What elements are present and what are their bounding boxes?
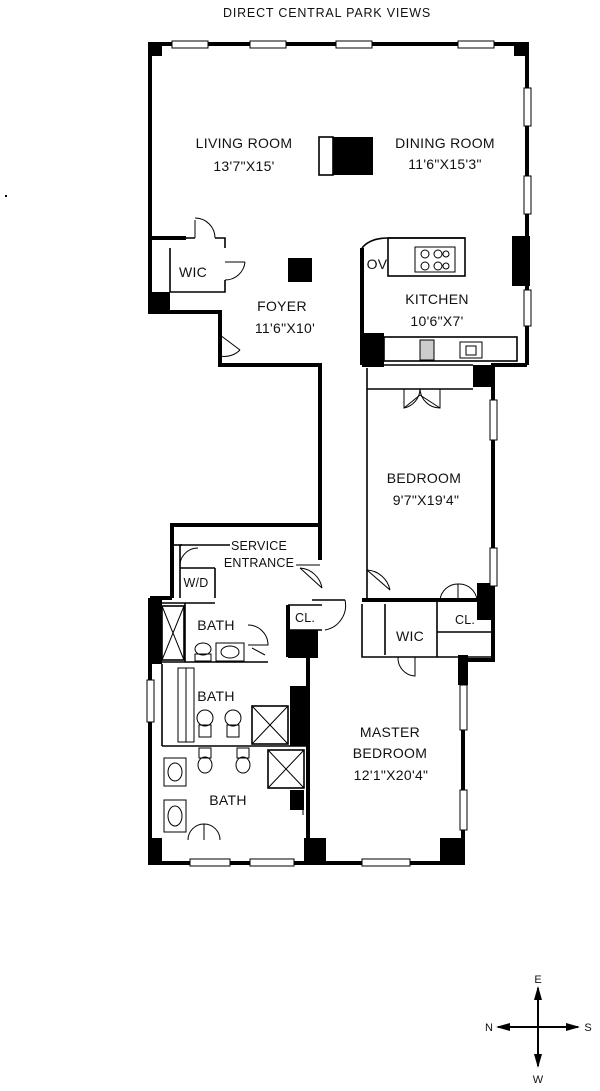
- master-bedroom-name-1: MASTER: [360, 724, 420, 740]
- windows: [146, 40, 532, 867]
- column-living: [333, 137, 373, 175]
- closet-label-1: CL.: [295, 611, 315, 625]
- foyer-size: 11'6"X10': [255, 320, 315, 336]
- column-kitchen: [512, 236, 530, 286]
- kitchen-size: 10'6"X7': [410, 313, 463, 329]
- compass-north-label: N: [485, 1022, 493, 1034]
- bedroom-size: 9'7"X19'4": [393, 492, 460, 508]
- compass-arrow-south: [566, 1023, 580, 1031]
- stray-mark: [5, 195, 7, 197]
- dining-room-size: 11'6"X15'3": [408, 156, 482, 172]
- compass-arrow-west: [534, 1054, 542, 1068]
- service-entrance-line2: ENTRANCE: [224, 556, 294, 570]
- fireplace: [318, 136, 334, 176]
- living-room-name: LIVING ROOM: [196, 135, 293, 151]
- wic-label-2: WIC: [396, 628, 424, 644]
- column-foyer: [288, 258, 312, 282]
- master-bedroom-name-2: BEDROOM: [353, 745, 427, 761]
- compass-east-label: E: [534, 974, 541, 986]
- bedroom-name: BEDROOM: [387, 470, 461, 486]
- living-room-size: 13'7"X15': [213, 158, 274, 174]
- compass-west-label: W: [533, 1074, 544, 1086]
- kitchen-name: KITCHEN: [405, 291, 469, 307]
- bath-label-2: BATH: [197, 688, 235, 704]
- room-labels: LIVING ROOM 13'7"X15' DINING ROOM 11'6"X…: [179, 135, 495, 808]
- compass-arrow-east: [534, 986, 542, 1000]
- plan-title: DIRECT CENTRAL PARK VIEWS: [223, 6, 431, 20]
- bath-label-1: BATH: [197, 617, 235, 633]
- oven-label: OV: [367, 256, 388, 272]
- dining-room-name: DINING ROOM: [395, 135, 495, 151]
- bath-label-3: BATH: [209, 792, 247, 808]
- foyer-name: FOYER: [257, 298, 307, 314]
- wd-label: W/D: [184, 576, 209, 590]
- master-bedroom-size: 12'1"X20'4": [354, 767, 429, 783]
- wic-label-1: WIC: [179, 264, 207, 280]
- compass-south-label: S: [584, 1022, 591, 1034]
- service-entrance-line1: SERVICE: [231, 539, 287, 553]
- outer-walls: [148, 42, 529, 865]
- compass-arrow-north: [496, 1023, 510, 1031]
- closet-label-2: CL.: [455, 613, 475, 627]
- compass-rose: E W N S: [485, 974, 592, 1086]
- interior-walls: [150, 217, 518, 841]
